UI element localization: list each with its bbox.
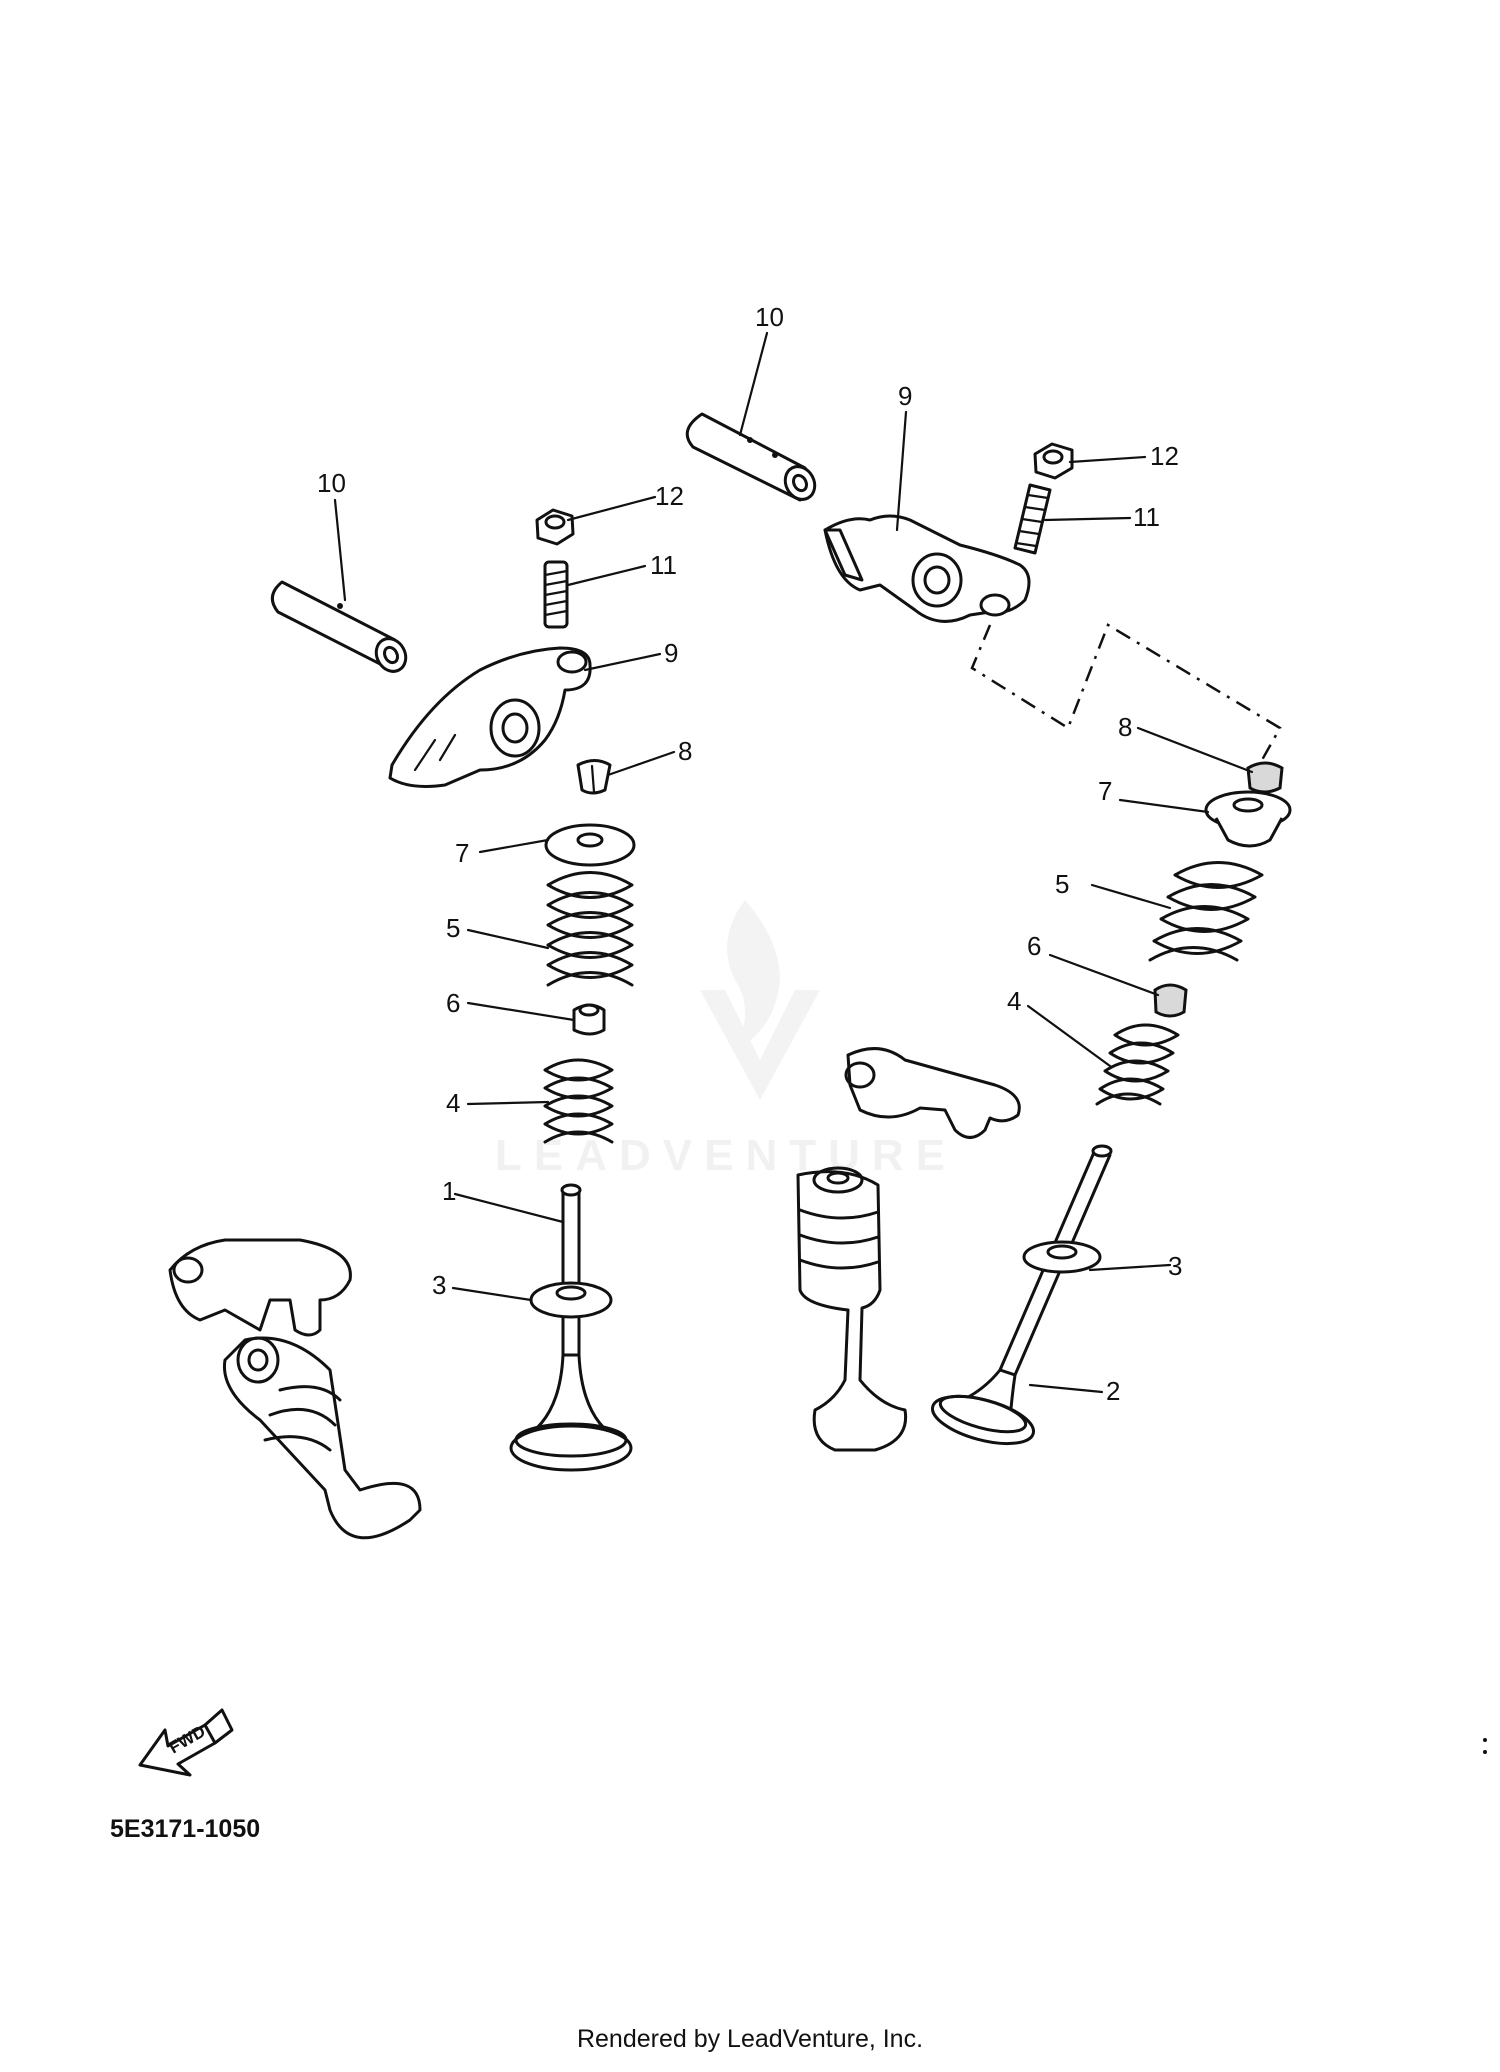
callout-5-right: 5 [1055, 869, 1069, 899]
inner-spring-right [1095, 1023, 1180, 1106]
locknut-right [1033, 442, 1074, 480]
callout-6-right: 6 [1027, 931, 1041, 961]
callout-9-left: 9 [664, 638, 678, 668]
spring-retainer-right [1204, 790, 1292, 848]
callout-4-right: 4 [1007, 986, 1021, 1016]
callout-11-right: 11 [1133, 502, 1160, 532]
callout-9-right: 9 [898, 381, 912, 411]
phantom-assembly-right [796, 1047, 1021, 1452]
rendered-by-footer: Rendered by LeadVenture, Inc. [576, 2025, 924, 2053]
watermark-text: LEADVENTURE [495, 1131, 957, 1180]
inner-spring-left [543, 1058, 614, 1144]
spring-seat-right [1022, 1240, 1102, 1274]
callout-2: 2 [1106, 1376, 1120, 1406]
valve-cotter-right [1246, 761, 1284, 794]
callout-5-left: 5 [446, 913, 460, 943]
rocker-arm-right [823, 514, 1031, 623]
dashed-leader-right [970, 623, 1282, 761]
leader-lines [333, 331, 1254, 1394]
callout-12-right: 12 [1150, 441, 1179, 471]
exhaust-valve [931, 1144, 1113, 1446]
callout-1: 1 [442, 1176, 456, 1206]
spring-seat-left [529, 1281, 613, 1319]
callout-3-left: 3 [432, 1270, 446, 1300]
valve-cotter-left [576, 759, 612, 795]
adjuster-screw-left [543, 560, 569, 629]
diagram-code: 5E3171-1050 [110, 1815, 261, 1843]
callout-10-right: 10 [755, 302, 784, 332]
intake-valve [509, 1183, 633, 1472]
stem-seal-right [1153, 983, 1188, 1018]
callout-numbers: 10 10 12 12 11 11 9 9 8 8 7 7 5 5 6 6 4 … [317, 302, 1182, 1406]
leadventure-watermark: LEADVENTURE [495, 900, 957, 1180]
callout-8-right: 8 [1118, 712, 1132, 742]
callout-12-left: 12 [655, 481, 684, 511]
callout-8-left: 8 [678, 736, 692, 766]
callout-6-left: 6 [446, 988, 460, 1018]
outer-spring-left [546, 871, 634, 987]
callout-7-right: 7 [1098, 776, 1112, 806]
callout-3-right: 3 [1168, 1251, 1182, 1281]
rocker-arm-left [388, 646, 592, 788]
fwd-arrow-icon: FWD [138, 1708, 234, 1777]
stem-seal-left [572, 1003, 606, 1036]
callout-11-left: 11 [650, 550, 677, 580]
rocker-shaft-left [270, 580, 408, 673]
callout-10-left: 10 [317, 468, 346, 498]
callout-4-left: 4 [446, 1088, 460, 1118]
outer-spring-right [1148, 861, 1264, 962]
rocker-shaft-right [685, 412, 817, 502]
callout-7-left: 7 [455, 838, 469, 868]
spring-retainer-left [544, 823, 636, 867]
locknut-left [535, 508, 575, 546]
edge-mark [1483, 1738, 1487, 1754]
phantom-assembly-left [168, 1238, 422, 1540]
adjuster-screw-right [1013, 483, 1052, 555]
